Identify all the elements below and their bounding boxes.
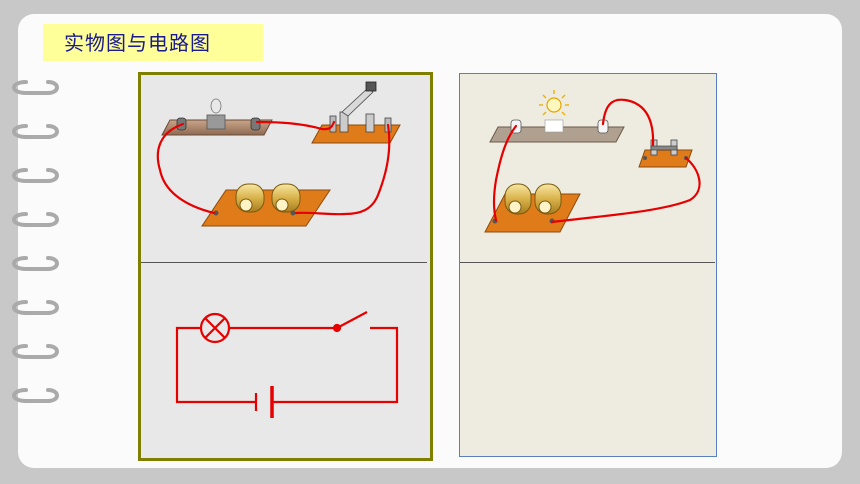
ring-2 <box>12 124 59 139</box>
circuit-schematic <box>175 311 399 418</box>
slide-title: 实物图与电路图 <box>64 31 211 55</box>
left-wires <box>156 120 391 216</box>
switch-symbol <box>332 311 368 333</box>
schematic-wire-right <box>273 326 399 404</box>
ring-8 <box>12 388 59 403</box>
ring-1 <box>12 80 59 95</box>
lamp-board-icon <box>161 98 273 136</box>
lit-lamp-board-icon <box>489 90 625 143</box>
title-banner <box>43 24 263 61</box>
lamp-glow-rays <box>539 90 569 116</box>
schematic-wire-left <box>175 326 255 404</box>
ring-7 <box>12 344 59 359</box>
knife-switch-open-icon <box>311 81 401 144</box>
knife-switch-closed-icon <box>638 139 693 168</box>
right-panel-divider <box>460 262 715 263</box>
ring-5 <box>12 256 59 271</box>
battery-box-icon-2 <box>484 183 581 233</box>
notebook-rings <box>12 80 59 403</box>
ring-4 <box>12 212 59 227</box>
battery-symbol <box>254 386 274 418</box>
ring-3 <box>12 168 59 183</box>
right-wires <box>493 98 701 224</box>
ring-6 <box>12 300 59 315</box>
battery-box-icon <box>201 183 331 227</box>
lamp-symbol <box>199 312 231 344</box>
left-physical-circuit <box>156 81 401 227</box>
right-physical-circuit <box>484 90 701 233</box>
left-panel-divider <box>141 262 427 263</box>
